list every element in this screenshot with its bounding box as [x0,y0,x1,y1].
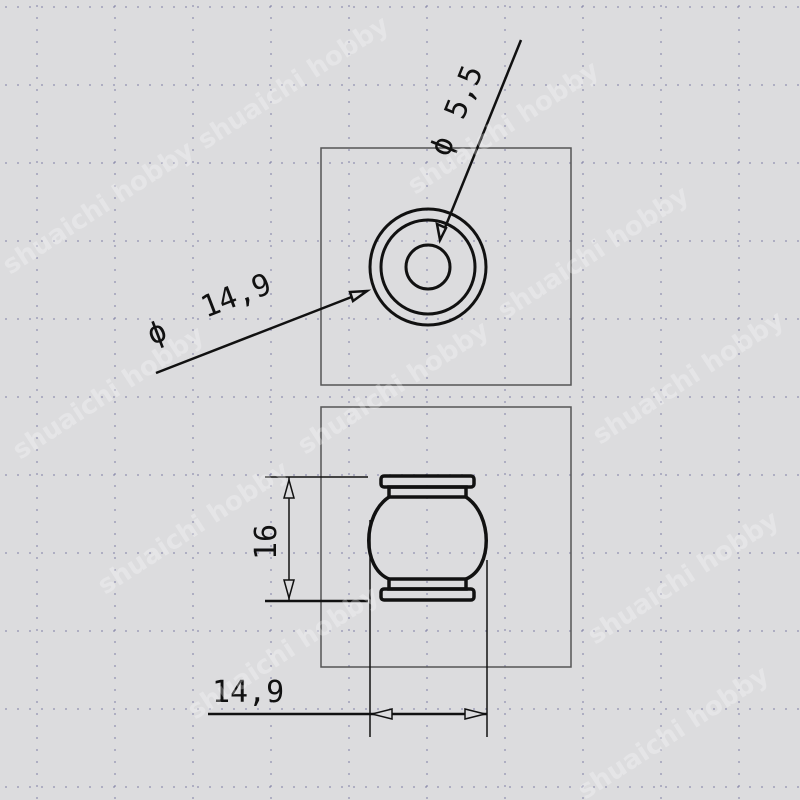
width-dimension [208,520,488,737]
ball-body [367,495,488,581]
bottom-flange [379,587,476,602]
outer-diameter-leader [155,289,372,375]
height-label: 16 [249,524,284,560]
top-view-ring [368,207,488,327]
middle-circle [379,218,477,316]
inner-diameter-leader [435,39,523,244]
height-dimension [265,476,368,603]
width-label: 14,9 [212,675,284,710]
side-view-frame [320,406,572,668]
inner-bore-circle [404,243,452,291]
outer-circle [368,207,488,327]
side-view-part [367,474,488,602]
top-neck [387,485,468,499]
top-view-frame [320,147,572,386]
